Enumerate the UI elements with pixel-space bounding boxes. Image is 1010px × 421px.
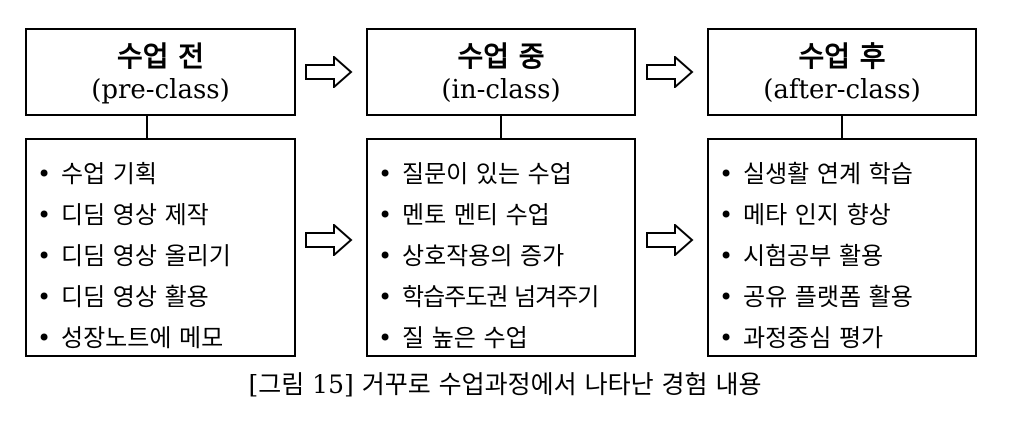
bullet-icon: •: [37, 283, 52, 311]
stage-subtitle: (in-class): [441, 75, 561, 105]
list-item-label: 질 높은 수업: [402, 324, 528, 352]
stage-in-class-list: • 질문이 있는 수업 • 멘토 멘티 수업 • 상호작용의 증가 • 학습주도권 넘겨…: [366, 138, 636, 357]
bullet-icon: •: [37, 242, 52, 270]
list-item: • 디딤 영상 활용: [37, 277, 294, 318]
list-item-label: 성장노트에 메모: [61, 324, 224, 352]
bullet-icon: •: [719, 201, 734, 229]
connector-line: [146, 116, 148, 138]
arrow-right-icon: [646, 224, 694, 256]
list-item: • 상호작용의 증가: [378, 236, 634, 277]
bullet-icon: •: [719, 324, 734, 352]
list-item: • 시험공부 활용: [719, 236, 975, 277]
list-item-label: 시험공부 활용: [743, 242, 884, 270]
list-item: • 메타 인지 향상: [719, 195, 975, 236]
list-item-label: 공유 플랫폼 활용: [743, 283, 913, 311]
list-item: • 질 높은 수업: [378, 318, 634, 359]
list-item-label: 상호작용의 증가: [402, 242, 565, 270]
stage-subtitle: (after-class): [763, 75, 921, 105]
list-item: • 수업 기획: [37, 154, 294, 195]
list-item: • 질문이 있는 수업: [378, 154, 634, 195]
bullet-icon: •: [37, 201, 52, 229]
bullet-icon: •: [378, 324, 393, 352]
arrow-right-icon: [646, 56, 694, 88]
bullet-icon: •: [37, 160, 52, 188]
connector-line: [841, 116, 843, 138]
stage-title: 수업 후: [798, 40, 886, 73]
bullet-icon: •: [378, 283, 393, 311]
bullet-icon: •: [719, 242, 734, 270]
list-item: • 성장노트에 메모: [37, 318, 294, 359]
arrow-right-icon: [305, 224, 353, 256]
list-item-label: 과정중심 평가: [743, 324, 884, 352]
bullet-icon: •: [378, 201, 393, 229]
stage-after-class-list: • 실생활 연계 학습 • 메타 인지 향상 • 시험공부 활용 • 공유 플랫폼 활용…: [707, 138, 977, 357]
stage-after-class-header: 수업 후 (after-class): [707, 28, 977, 116]
bullet-icon: •: [37, 324, 52, 352]
list-item-label: 메타 인지 향상: [743, 201, 891, 229]
list-item-label: 질문이 있는 수업: [402, 160, 572, 188]
stage-title: 수업 전: [116, 40, 205, 73]
arrow-right-icon: [305, 56, 353, 88]
connector-line: [500, 116, 502, 138]
bullet-icon: •: [719, 283, 734, 311]
list-item-label: 수업 기획: [61, 160, 157, 188]
list-item-label: 디딤 영상 활용: [61, 283, 209, 311]
list-item: • 디딤 영상 올리기: [37, 236, 294, 277]
list-item: • 과정중심 평가: [719, 318, 975, 359]
list-item: • 실생활 연계 학습: [719, 154, 975, 195]
list-item: • 학습주도권 넘겨주기: [378, 277, 634, 318]
list-item-label: 학습주도권 넘겨주기: [402, 283, 599, 311]
bullet-icon: •: [719, 160, 734, 188]
figure-caption: [그림 15] 거꾸로 수업과정에서 나타난 경험 내용: [248, 370, 762, 399]
list-item-label: 디딤 영상 제작: [61, 201, 209, 229]
list-item: • 디딤 영상 제작: [37, 195, 294, 236]
bullet-icon: •: [378, 160, 393, 188]
stage-pre-class-list: • 수업 기획 • 디딤 영상 제작 • 디딤 영상 올리기 • 디딤 영상 활용 • 성…: [25, 138, 296, 357]
stage-title: 수업 중: [457, 40, 545, 73]
list-item-label: 실생활 연계 학습: [743, 160, 913, 188]
list-item: • 공유 플랫폼 활용: [719, 277, 975, 318]
stage-pre-class-header: 수업 전 (pre-class): [25, 28, 296, 116]
stage-subtitle: (pre-class): [91, 75, 230, 105]
list-item: • 멘토 멘티 수업: [378, 195, 634, 236]
bullet-icon: •: [378, 242, 393, 270]
list-item-label: 디딤 영상 올리기: [61, 242, 231, 270]
list-item-label: 멘토 멘티 수업: [402, 201, 550, 229]
stage-in-class-header: 수업 중 (in-class): [366, 28, 636, 116]
